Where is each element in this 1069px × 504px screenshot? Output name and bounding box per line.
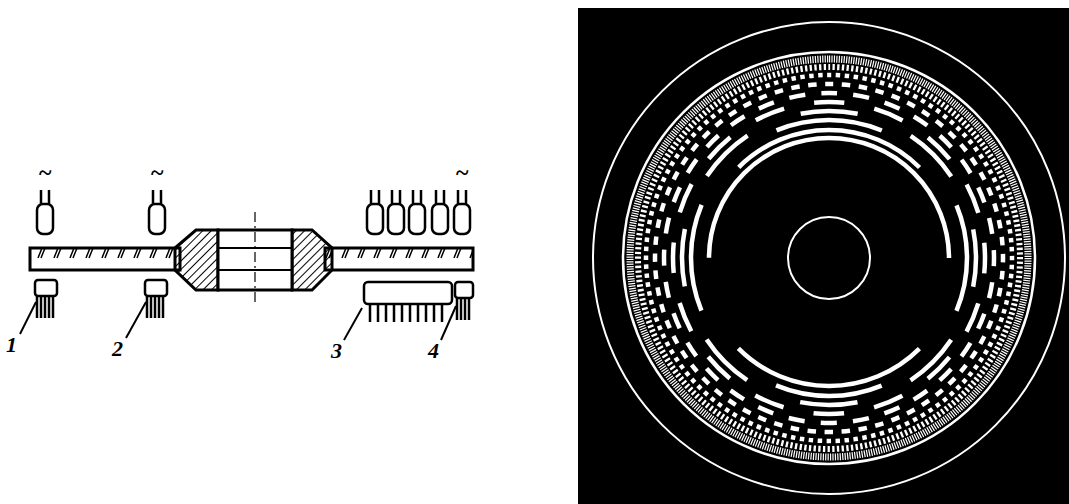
drawing-g (409, 190, 425, 234)
drawing-rect (35, 280, 57, 296)
drawing-circle (630, 59, 1028, 457)
drawing-line (20, 302, 36, 334)
drawing-circle (709, 138, 949, 378)
drawing-rect (37, 204, 53, 234)
callout-number: 1 (6, 334, 17, 356)
drawing-rect (30, 248, 180, 270)
drawing-rect (145, 280, 167, 296)
ac-supply-mark: ~ (151, 160, 163, 184)
drawing-circle (673, 102, 985, 414)
drawing-circle (593, 22, 1065, 494)
drawing-circle (701, 130, 957, 386)
drawing-path (370, 304, 442, 322)
drawing-rect (454, 204, 470, 234)
drawing-path (457, 298, 469, 320)
drawing-circle (655, 84, 1003, 432)
drawing-circle (664, 93, 994, 423)
drawing-line (218, 269, 292, 271)
drawing-rect (409, 204, 425, 234)
ac-supply-mark: ~ (39, 160, 51, 184)
photodetectors (35, 280, 473, 322)
drawing-rect (578, 8, 1069, 504)
drawing-rect (367, 204, 383, 234)
drawing-g (432, 190, 448, 234)
ac-supply-mark: ~ (456, 160, 468, 184)
lamps (37, 190, 470, 234)
drawing-path (147, 296, 163, 318)
drawing-g (37, 190, 53, 234)
drawing-line (344, 308, 362, 340)
drawing-g (367, 190, 383, 234)
callout-number: 3 (331, 340, 342, 362)
drawing-circle (638, 67, 1020, 449)
drawing-g (454, 190, 470, 234)
drawing-circle (788, 217, 870, 299)
drawing-g (593, 22, 1065, 494)
callout-number: 2 (112, 338, 123, 360)
drawing-rect (388, 204, 404, 234)
drawing-line (254, 212, 255, 302)
drawing-rect (364, 282, 452, 304)
drawing-polygon (175, 230, 218, 290)
drawing-rect (325, 248, 473, 270)
drawing-line (441, 306, 456, 340)
code-disc (578, 8, 1069, 504)
leader-lines (20, 302, 456, 340)
drawing-g (149, 190, 165, 234)
drawing-rect (149, 204, 165, 234)
callout-number: 4 (428, 340, 439, 362)
drawing-circle (682, 111, 976, 405)
drawing-line (126, 302, 146, 338)
drawing-g (388, 190, 404, 234)
drawing-path (37, 296, 53, 318)
drawing-rect (455, 282, 473, 298)
drawing-circle (646, 75, 1012, 441)
drawing-polygon (292, 230, 332, 290)
drawing-rect (432, 204, 448, 234)
drawing-circle (623, 52, 1035, 464)
drawing-circle (691, 120, 967, 396)
